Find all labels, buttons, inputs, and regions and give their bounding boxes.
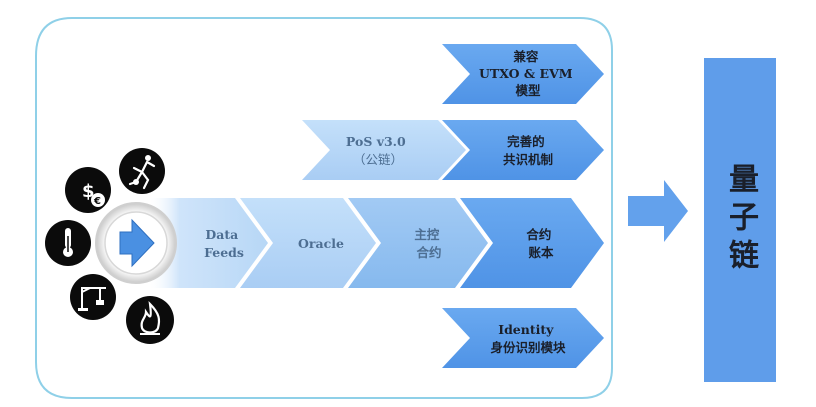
svg-text:$: $ xyxy=(82,181,95,202)
master-contract-arrow xyxy=(348,198,488,288)
thermometer-icon xyxy=(45,220,91,266)
master-contract-label: 主控 合约 xyxy=(414,227,443,260)
crane-icon xyxy=(70,274,116,320)
consensus-label: 完善的 共识机制 xyxy=(503,134,553,167)
result-arrow xyxy=(628,180,688,242)
oracle-label: Oracle xyxy=(298,236,344,251)
play-arrow-icon xyxy=(119,218,155,268)
pos-arrow xyxy=(302,120,466,180)
data-feeds-arrow xyxy=(150,198,268,288)
container-frame xyxy=(35,17,613,399)
pos-label: PoS v3.0 （公链） xyxy=(346,134,410,167)
flame-icon xyxy=(126,296,174,344)
dollar-euro-icon: $ € xyxy=(65,167,111,213)
identity-arrow xyxy=(442,308,604,368)
soccer-player-icon xyxy=(119,148,165,194)
contract-ledger-label: 合约 账本 xyxy=(526,227,555,260)
data-feeds-label: Data Feeds xyxy=(204,227,244,260)
result-bar xyxy=(704,58,776,382)
svg-text:€: € xyxy=(93,196,101,207)
identity-label: Identity 身份识别模块 xyxy=(490,322,566,355)
compat-label: 兼容 UTXO & EVM 模型 xyxy=(479,49,577,98)
oracle-arrow xyxy=(240,198,376,288)
result-label: 量子链 xyxy=(723,163,758,277)
consensus-arrow xyxy=(442,120,604,180)
result-label-box: 量子链 xyxy=(704,58,776,382)
compat-arrow xyxy=(442,44,604,104)
contract-ledger-arrow xyxy=(460,198,604,288)
